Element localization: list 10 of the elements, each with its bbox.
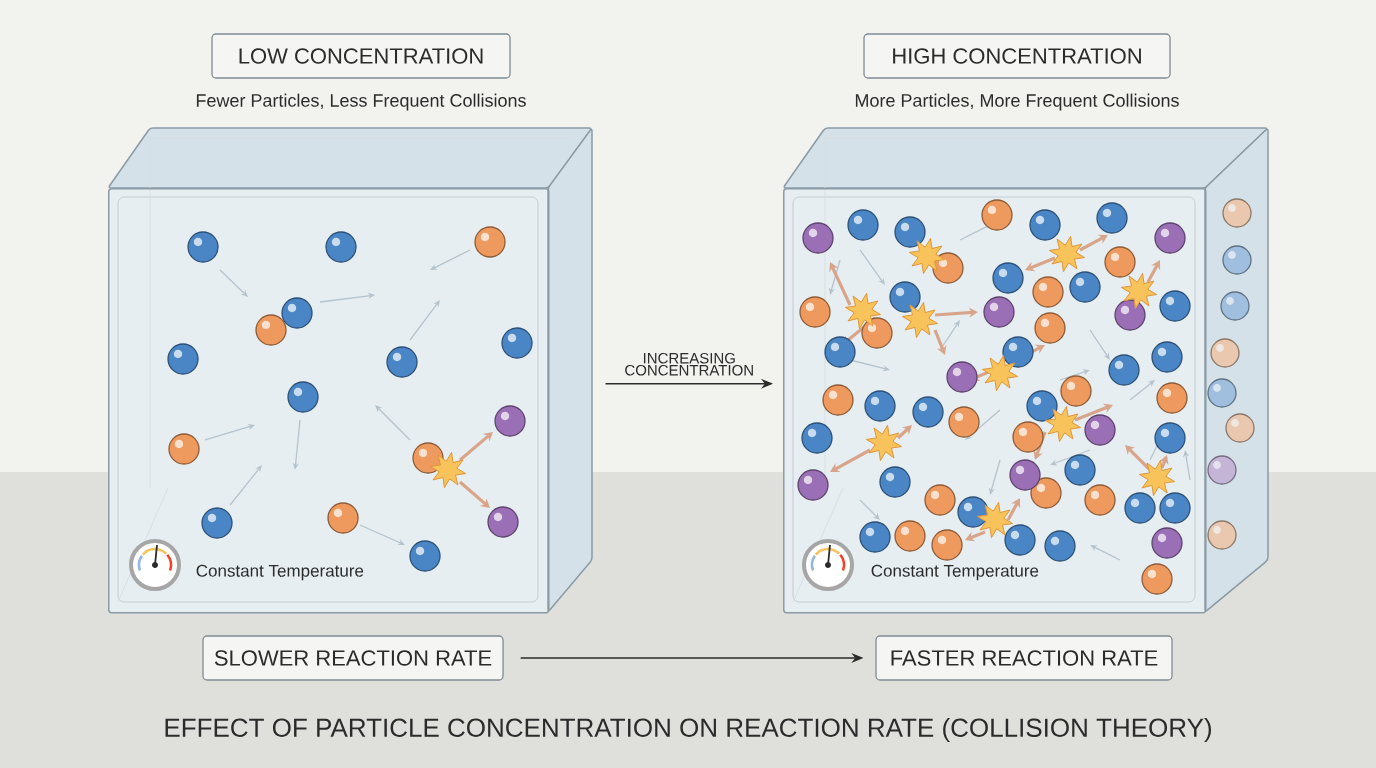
label-box: FASTER REACTION RATE <box>875 635 1173 681</box>
edge-label: INCREASING CONCENTRATION <box>625 352 753 376</box>
title-text: EFFECT OF PARTICLE CONCENTRATION ON REACTION RATE (COLLISION THEORY) <box>165 717 1211 743</box>
label-box: LOW CONCENTRATION <box>211 33 511 79</box>
subtitle-text: Fewer Particles, Less Frequent Collisions <box>196 93 526 111</box>
subtitle-text: More Particles, More Frequent Collisions <box>855 93 1179 111</box>
label-box: HIGH CONCENTRATION <box>863 33 1171 79</box>
tank-box: Constant Temperature <box>783 188 1207 614</box>
tank-box: Constant Temperature <box>108 188 550 614</box>
label-box: SLOWER REACTION RATE <box>202 635 504 681</box>
